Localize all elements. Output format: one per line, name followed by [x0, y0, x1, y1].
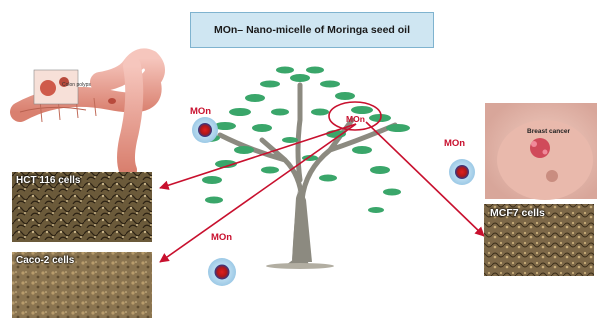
- micelle-icon-left: [192, 117, 218, 143]
- breast-cancer-illustration: [485, 103, 597, 200]
- micelle-icon-bottom: [208, 258, 236, 286]
- colon-polyps-label: Colon polyps: [62, 82, 91, 88]
- caco2-label: Caco-2 cells: [16, 255, 74, 266]
- arrow-to-caco2: [160, 124, 356, 262]
- mon-label-bottom: MOn: [211, 232, 232, 243]
- mon-label-left: MOn: [190, 106, 211, 117]
- micelle-icon-right: [449, 159, 475, 185]
- hct116-label: HCT 116 cells: [16, 175, 80, 186]
- mcf7-label: MCF7 cells: [490, 207, 545, 219]
- mon-label-center: MOn: [346, 114, 365, 124]
- mon-label-right: MOn: [444, 138, 465, 149]
- colon-illustration: [20, 58, 155, 170]
- breast-cancer-label: Breast cancer: [527, 128, 570, 135]
